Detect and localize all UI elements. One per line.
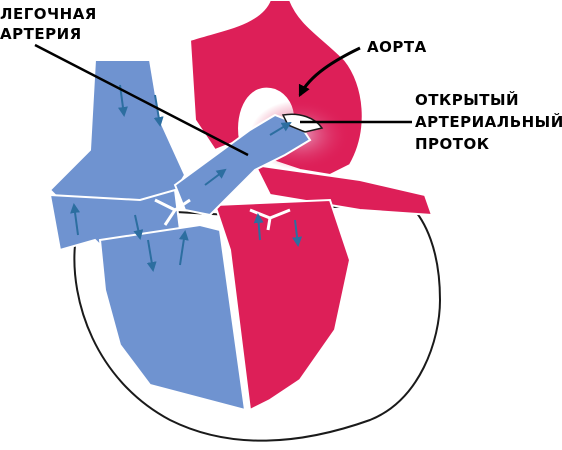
right-ventricle bbox=[98, 223, 247, 412]
flow-arrow bbox=[253, 213, 264, 241]
label-ductus: ОТКРЫТЫЙ АРТЕРИАЛЬНЫЙ ПРОТОК bbox=[415, 89, 562, 155]
flow-arrow bbox=[178, 230, 189, 266]
label-pulmonary-artery: ЛЕГОЧНАЯ АРТЕРИЯ bbox=[0, 4, 97, 44]
flow-arrow bbox=[133, 214, 144, 240]
flow-arrow bbox=[292, 219, 303, 247]
flow-arrow bbox=[269, 121, 292, 136]
superior-vena-cava bbox=[48, 59, 187, 212]
label-pulmonary-artery-line1: ЛЕГОЧНАЯ bbox=[0, 5, 97, 23]
flow-arrow bbox=[146, 239, 157, 272]
label-pulmonary-artery-line2: АРТЕРИЯ bbox=[0, 25, 82, 43]
pointer-pulmonary-artery bbox=[34, 43, 249, 157]
flow-arrow bbox=[70, 203, 81, 236]
pointer-aorta bbox=[298, 46, 361, 98]
left-ventricle bbox=[213, 198, 352, 412]
pulmonary-artery bbox=[173, 113, 312, 217]
label-aorta: АОРТА bbox=[367, 38, 427, 56]
label-ductus-line3: ПРОТОК bbox=[415, 135, 490, 153]
label-ductus-line2: АРТЕРИАЛЬНЫЙ bbox=[415, 113, 562, 131]
descending-aorta bbox=[253, 163, 434, 217]
valve-left bbox=[154, 198, 191, 226]
flow-arrow bbox=[153, 94, 164, 127]
flow-arrow bbox=[204, 168, 227, 186]
label-ductus-line1: ОТКРЫТЫЙ bbox=[415, 91, 520, 109]
valve-right bbox=[249, 208, 291, 231]
